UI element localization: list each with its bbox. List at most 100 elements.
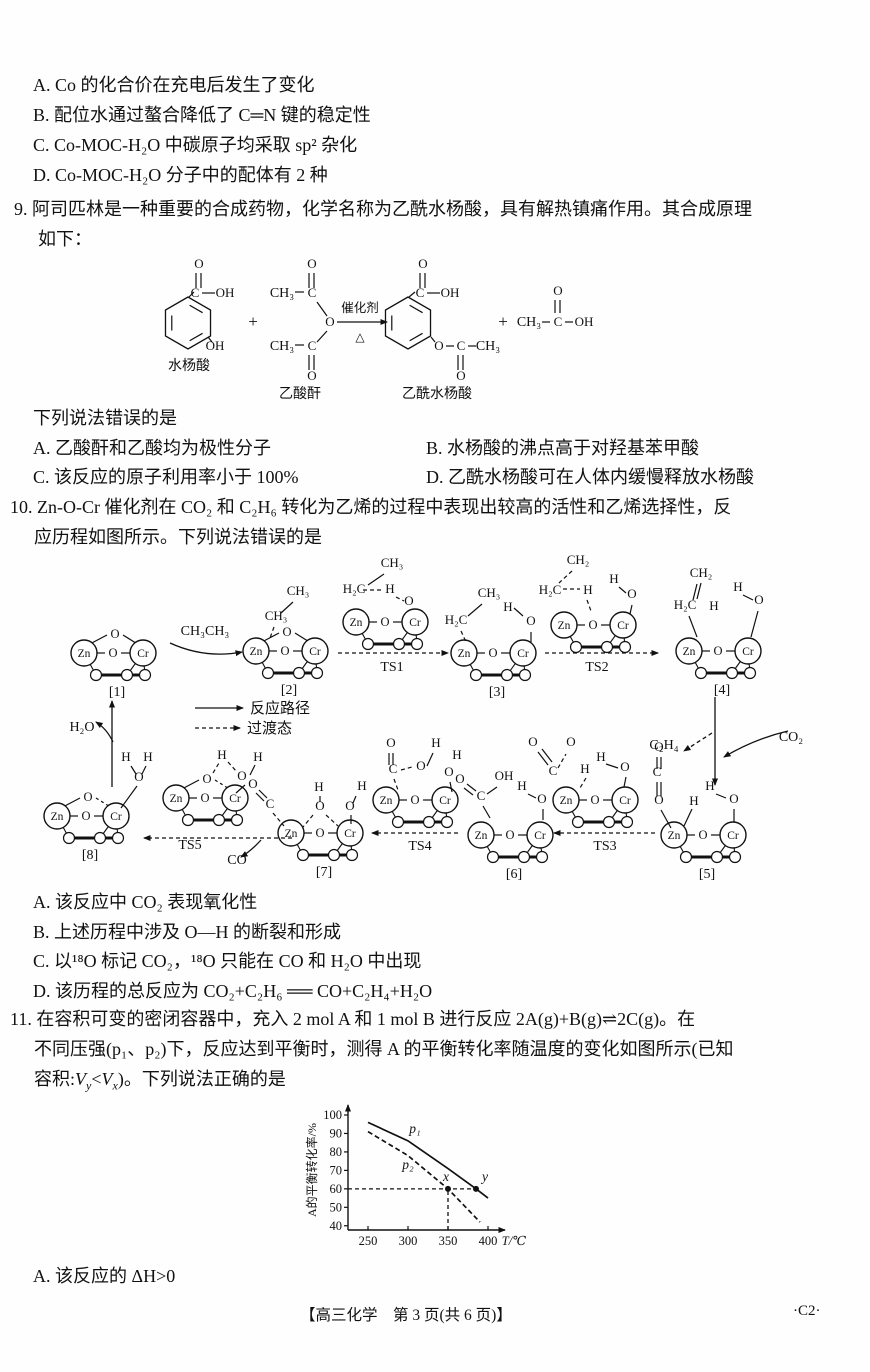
diagram-text: H <box>143 749 152 764</box>
diagram-text: C <box>457 338 466 353</box>
diagram-text: O <box>248 776 257 791</box>
diagram-text: O <box>553 283 562 298</box>
q10-number: 10. <box>10 497 33 517</box>
cr-atom <box>431 786 459 814</box>
bond-line <box>426 752 434 767</box>
bond-line <box>212 762 220 774</box>
o-atom <box>261 666 275 680</box>
bond-line <box>130 765 137 775</box>
diagram-text: OH <box>495 768 514 783</box>
cr-atom <box>336 819 364 847</box>
diagram-text: O <box>566 734 575 749</box>
bridge-o-label: O <box>282 625 291 639</box>
diagram-text: CO <box>227 853 246 868</box>
bridge-o-label: O <box>110 627 119 641</box>
zn-atom <box>372 786 400 814</box>
o-label: O <box>81 809 90 823</box>
o-atom <box>618 640 632 654</box>
o-atom <box>230 813 244 827</box>
diagram-text: O <box>456 368 465 383</box>
bond-line <box>541 748 553 763</box>
bond-line <box>141 765 147 775</box>
cr-label: Cr <box>137 648 149 660</box>
diagram-text: H <box>217 747 226 762</box>
diagram-text: CH₃ <box>517 315 541 330</box>
zn-label: Zn <box>170 793 183 805</box>
zn-atom <box>242 637 270 665</box>
bond-line <box>742 594 754 601</box>
diagram-text: O <box>526 613 535 628</box>
o-atom <box>620 815 634 829</box>
diagram-text: CH₂ <box>690 565 713 580</box>
diagram-text: C <box>308 285 317 300</box>
q11-stem: 11. 在容积可变的密闭容器中，充入 2 mol A 和 1 mol B 进行反… <box>10 1004 862 1101</box>
cr-atom <box>609 611 637 639</box>
diagram-text: H <box>705 778 714 793</box>
q9-prompt: 下列说法错误的是 <box>33 408 177 428</box>
cluster-number: [5] <box>699 867 715 882</box>
y-tick-label: 90 <box>330 1126 343 1140</box>
q8-option-b: B. 配位水通过螯合降低了 C═N 键的稳定性 <box>33 105 371 125</box>
diagram-text: TS5 <box>178 838 201 853</box>
o-label: O <box>380 615 389 629</box>
o-atom <box>571 815 585 829</box>
o-atom <box>486 850 500 864</box>
zn-atom <box>550 611 578 639</box>
o-atom <box>602 815 616 829</box>
x-tick-label: 250 <box>359 1234 378 1248</box>
q9-option-d: D. 乙酰水杨酸可在人体内缓慢释放水杨酸 <box>426 467 754 487</box>
cluster-number: [4] <box>714 683 730 698</box>
o-atom <box>535 850 549 864</box>
q9-option-c: C. 该反应的原子利用率小于 100% <box>33 467 299 487</box>
x-tick-label: 300 <box>399 1234 418 1248</box>
cr-label: Cr <box>344 828 356 840</box>
diagram-text: C <box>554 314 563 329</box>
diagram-text: O <box>418 256 427 271</box>
cr-label: Cr <box>409 617 421 629</box>
x-tick-label: 350 <box>439 1234 458 1248</box>
cr-label: Cr <box>742 646 754 658</box>
o-label: O <box>713 644 722 658</box>
diagram-text: O <box>627 586 636 601</box>
cluster-number: [6] <box>506 867 522 882</box>
bond-line <box>316 330 328 343</box>
bond-line <box>400 766 413 771</box>
q10-stem-line1: Zn-O-Cr 催化剂在 CO₂ 和 C₂H₆ 转化为乙烯的过程中表现出较高的活… <box>37 497 732 517</box>
zn-atom <box>467 821 495 849</box>
q9-stem-line1: 阿司匹林是一种重要的合成药物，化学名称为乙酰水杨酸，具有解热镇痛作用。其合成原理 <box>32 199 752 219</box>
cluster-number: [7] <box>316 865 332 880</box>
y-axis-label: A的平衡转化率/% <box>304 1123 319 1217</box>
diagram-text: C <box>477 788 486 803</box>
cr-label: Cr <box>534 830 546 842</box>
curved-arrow <box>169 642 243 657</box>
diagram-text: O <box>386 735 395 750</box>
q10-option-a: A. 该反应中 CO₂ 表现氧化性 <box>33 892 258 912</box>
bond-line <box>692 583 698 601</box>
bond-line <box>513 607 524 617</box>
diagram-text: CH₃ <box>265 608 288 623</box>
diagram-text: H <box>503 599 512 614</box>
marked-point-y <box>473 1185 479 1192</box>
y-tick-label: 80 <box>330 1145 343 1159</box>
q10-option-c: C. 以¹⁸O 标记 CO₂，¹⁸O 只能在 CO 和 H₂O 中出现 <box>33 951 422 971</box>
zn-label: Zn <box>51 811 64 823</box>
arrow <box>683 732 713 752</box>
q9-option-b: B. 水杨酸的沸点高于对羟基苯甲酸 <box>426 438 700 458</box>
o-atom <box>410 637 424 651</box>
o-atom <box>600 640 614 654</box>
q9-number: 9. <box>14 199 28 219</box>
q10-stem: 10. Zn-O-Cr 催化剂在 CO₂ 和 C₂H₆ 转化为乙烯的过程中表现出… <box>10 492 860 552</box>
o-atom <box>725 666 739 680</box>
cr-label: Cr <box>439 795 451 807</box>
ring-double-bond <box>189 332 203 342</box>
bond-line <box>227 761 238 773</box>
bond-line <box>715 793 727 799</box>
q9-option-a: A. 乙酸酐和乙酸均为极性分子 <box>33 438 271 458</box>
o-atom <box>310 666 324 680</box>
y-tick-label: 100 <box>323 1108 342 1122</box>
o-atom <box>518 668 532 682</box>
diagram-text: O <box>528 734 537 749</box>
diagram-text: O <box>434 338 443 353</box>
q10-stem-line2: 应历程如图所示。下列说法错误的是 <box>34 527 322 547</box>
